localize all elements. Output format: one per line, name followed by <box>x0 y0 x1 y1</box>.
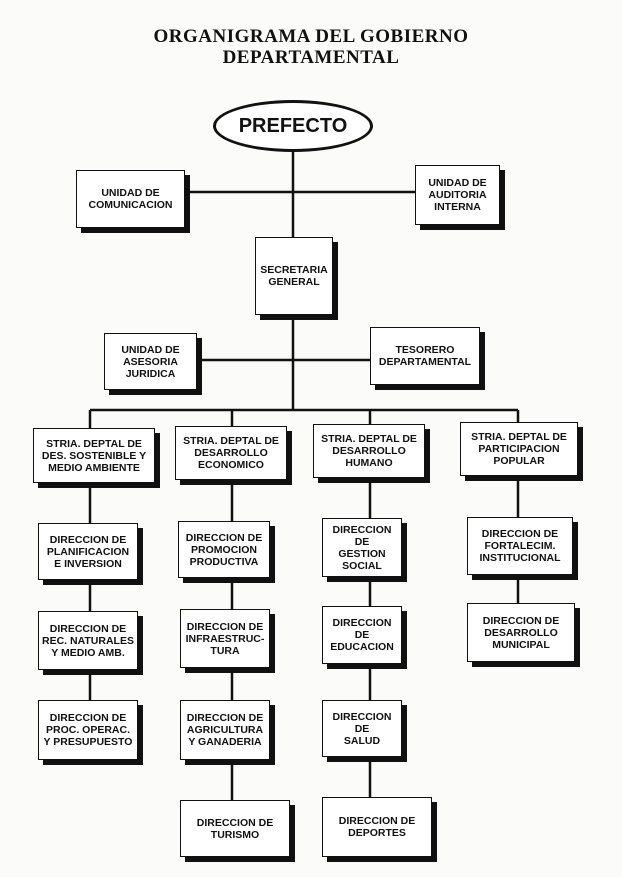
node-dir-deportes: DIRECCION DE DEPORTES <box>322 797 432 857</box>
node-dir-fortalecimiento: DIRECCION DE FORTALECIM. INSTITUCIONAL <box>467 517 573 575</box>
node-dir-rec-naturales: DIRECCION DE REC. NATURALES Y MEDIO AMB. <box>38 611 138 670</box>
node-dir-turismo: DIRECCION DE TURISMO <box>180 800 290 857</box>
node-dir-gestion-social: DIRECCION DE GESTION SOCIAL <box>322 518 402 577</box>
node-unidad-auditoria: UNIDAD DE AUDITORIA INTERNA <box>415 165 500 225</box>
node-dir-salud: DIRECCION DE SALUD <box>322 700 402 757</box>
node-unidad-comunicacion: UNIDAD DE COMUNICACION <box>76 170 185 228</box>
node-secretaria-general: SECRETARIA GENERAL <box>255 237 333 315</box>
chart-title-line-1: ORGANIGRAMA DEL GOBIERNO <box>153 26 469 47</box>
node-stria-des-sostenible: STRIA. DEPTAL DE DES. SOSTENIBLE Y MEDIO… <box>33 428 155 483</box>
node-stria-desarrollo-humano: STRIA. DEPTAL DE DESARROLLO HUMANO <box>313 424 425 478</box>
node-stria-participacion-popular: STRIA. DEPTAL DE PARTICIPACION POPULAR <box>460 422 578 476</box>
node-dir-promocion: DIRECCION DE PROMOCION PRODUCTIVA <box>178 521 270 578</box>
chart-title-line-2: DEPARTAMENTAL <box>222 47 400 68</box>
node-dir-desarrollo-municipal: DIRECCION DE DESARROLLO MUNICIPAL <box>467 603 575 662</box>
node-prefecto: PREFECTO <box>213 100 373 152</box>
node-tesorero: TESORERO DEPARTAMENTAL <box>370 327 480 385</box>
node-dir-educacion: DIRECCION DE EDUCACION <box>322 606 402 664</box>
node-dir-agricultura: DIRECCION DE AGRICULTURA Y GANADERIA <box>180 700 270 760</box>
node-dir-proc-operac: DIRECCION DE PROC. OPERAC. Y PRESUPUESTO <box>38 700 138 760</box>
node-dir-planificacion: DIRECCION DE PLANIFICACION E INVERSION <box>38 523 138 580</box>
node-stria-desarrollo-economico: STRIA. DEPTAL DE DESARROLLO ECONOMICO <box>175 426 287 480</box>
node-unidad-asesoria: UNIDAD DE ASESORIA JURIDICA <box>104 333 197 390</box>
node-dir-infraestructura: DIRECCION DE INFRAESTRUC- TURA <box>180 609 270 668</box>
